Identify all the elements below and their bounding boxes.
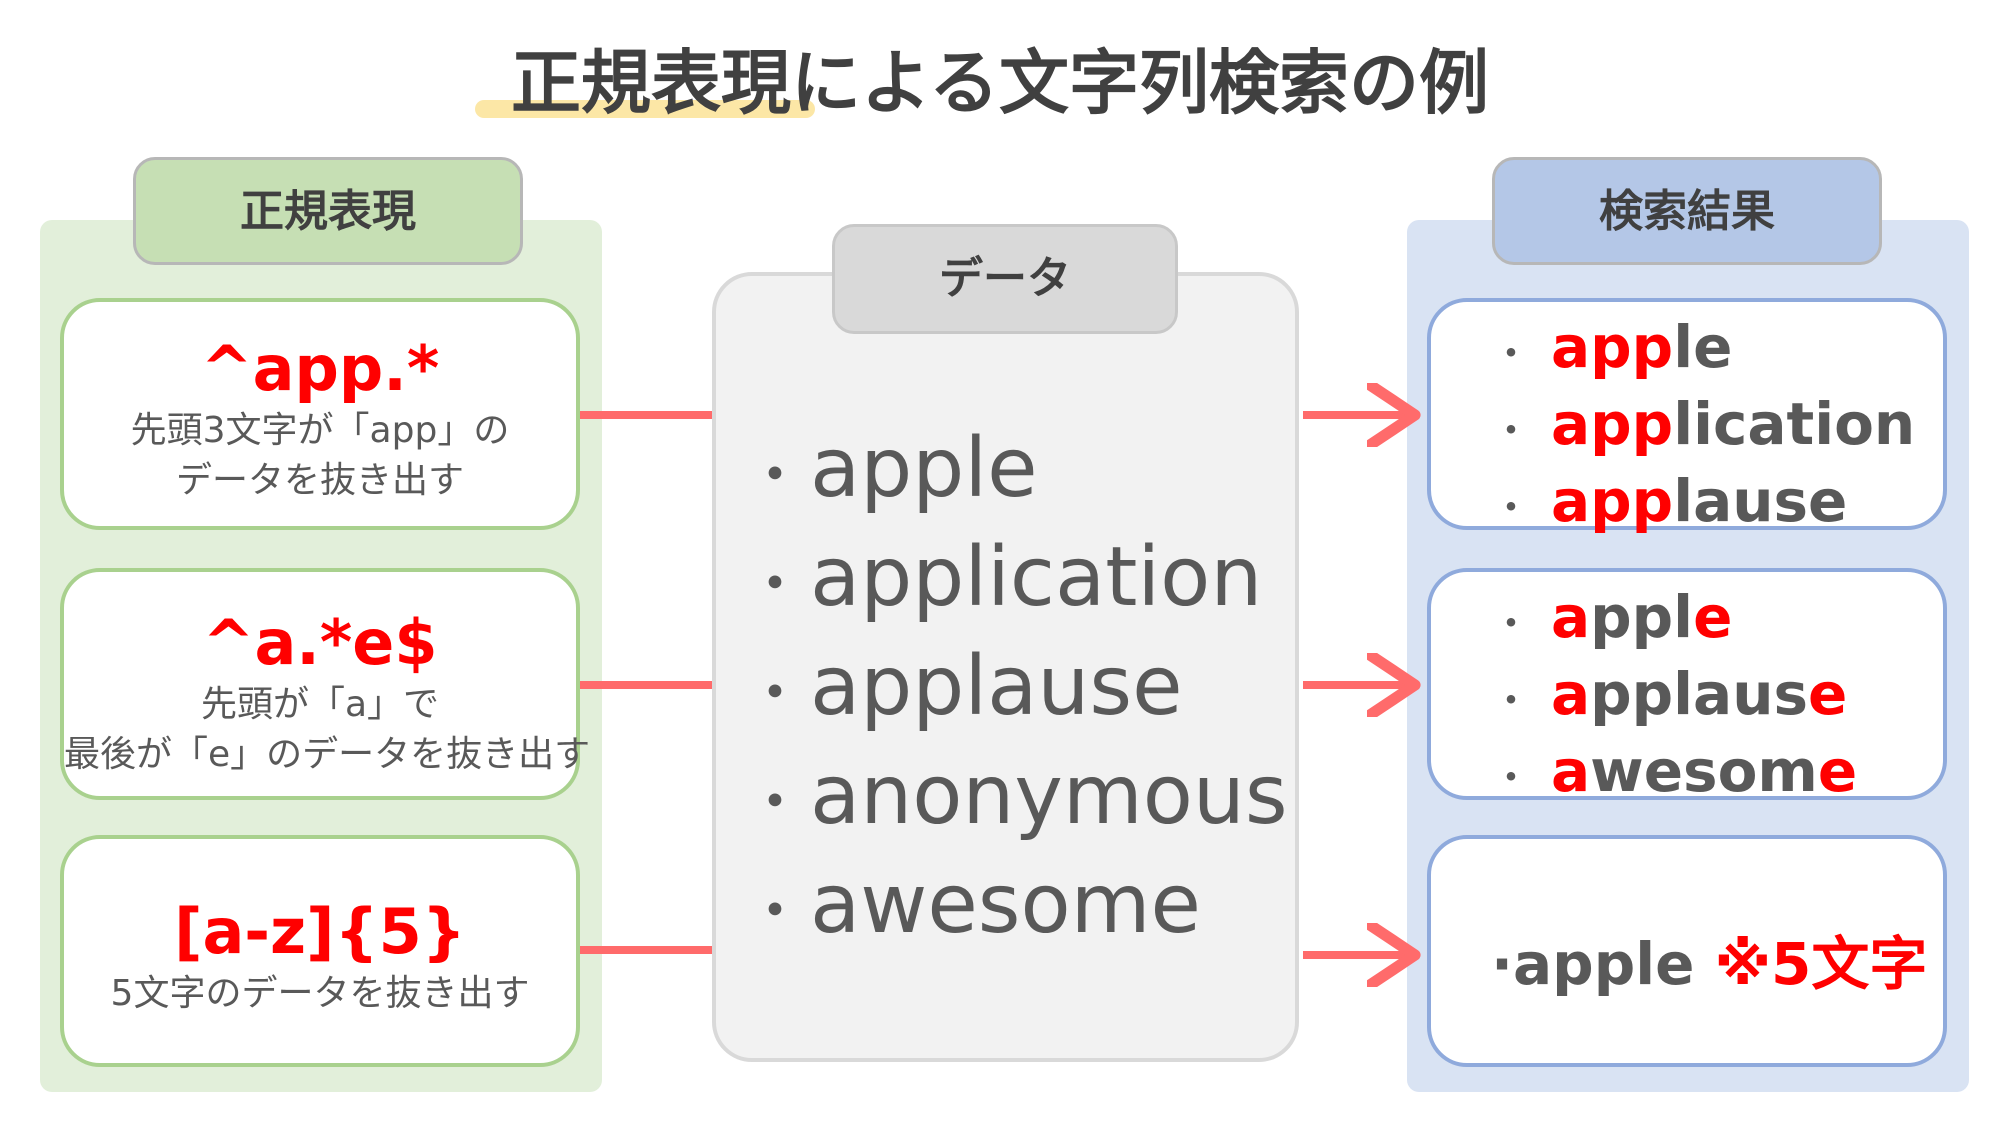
page-title: 正規表現による文字列検索の例	[511, 42, 1489, 124]
results-header: 検索結果	[1492, 157, 1882, 265]
result-item: ・application	[1491, 390, 1916, 458]
regex-card-3: [a-z]{5} 5文字のデータを抜き出す	[60, 835, 580, 1067]
data-list: ・apple ・application ・applause ・anonymous…	[740, 418, 1300, 963]
result-card-3: ·apple ※5文字	[1427, 835, 1947, 1067]
result-item: ・applause	[1491, 467, 1848, 535]
data-header: データ	[832, 224, 1178, 334]
five-char-note: ※5文字	[1714, 930, 1928, 998]
result-card-2: ・apple ・applause ・awesome	[1427, 568, 1947, 805]
regex-description: 先頭3文字が「app」の	[130, 410, 510, 451]
data-item: ・apple	[745, 421, 1038, 516]
result-item: ・apple	[1491, 583, 1733, 651]
data-item: ・anonymous	[745, 748, 1288, 843]
data-item: ・application	[745, 530, 1263, 625]
regex-card-1: ^app.* 先頭3文字が「app」の データを抜き出す	[60, 298, 580, 530]
regex-pattern: [a-z]{5}	[174, 895, 466, 968]
regex-pattern: ^a.*e$	[202, 606, 438, 679]
result-item: ・apple	[1491, 313, 1733, 381]
result-item: ・applause	[1491, 660, 1848, 728]
result-item: ·apple ※5文字	[1491, 930, 1928, 998]
regex-pattern: ^app.*	[200, 332, 440, 405]
data-box	[712, 272, 1299, 1062]
regex-description: 最後が「e」のデータを抜き出す	[64, 734, 591, 775]
regex-description: 5文字のデータを抜き出す	[110, 973, 530, 1014]
result-item: ・awesome	[1491, 737, 1858, 805]
regex-description: 先頭が「a」で	[200, 684, 440, 725]
result-card-1: ・apple ・application ・applause	[1427, 298, 1947, 535]
regex-header: 正規表現	[133, 157, 523, 265]
title-underline	[475, 100, 815, 118]
regex-description: データを抜き出す	[175, 460, 464, 501]
data-item: ・applause	[745, 639, 1183, 734]
regex-card-2: ^a.*e$ 先頭が「a」で 最後が「e」のデータを抜き出す	[60, 568, 591, 800]
data-item: ・awesome	[745, 857, 1201, 952]
